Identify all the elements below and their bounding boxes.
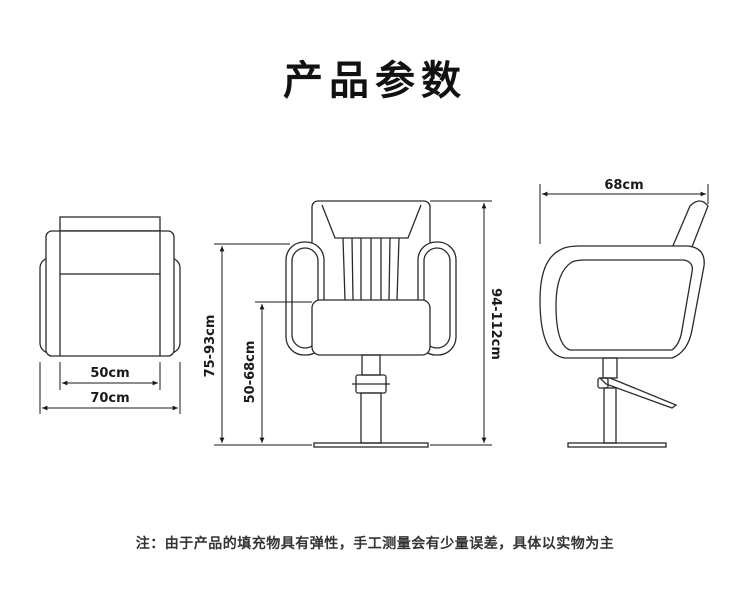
- armrest-height-label: 75-93cm: [203, 315, 218, 378]
- page-title: 产品参数: [283, 58, 467, 104]
- width-dimensions: [39, 362, 181, 414]
- front-view: [285, 200, 457, 448]
- seat-width-label: 50cm: [90, 366, 129, 381]
- total-width-label: 70cm: [90, 391, 129, 406]
- depth-dimension: [539, 184, 709, 244]
- side-view: [539, 200, 709, 448]
- measurement-note: 注：由于产品的填充物具有弹性，手工测量会有少量误差，具体以实物为主: [135, 536, 615, 552]
- seat-height-label: 50-68cm: [243, 341, 258, 404]
- total-height-label: 94-112cm: [488, 288, 503, 360]
- top-view: [39, 216, 181, 357]
- depth-label: 68cm: [604, 178, 643, 193]
- height-dimensions: [214, 200, 492, 446]
